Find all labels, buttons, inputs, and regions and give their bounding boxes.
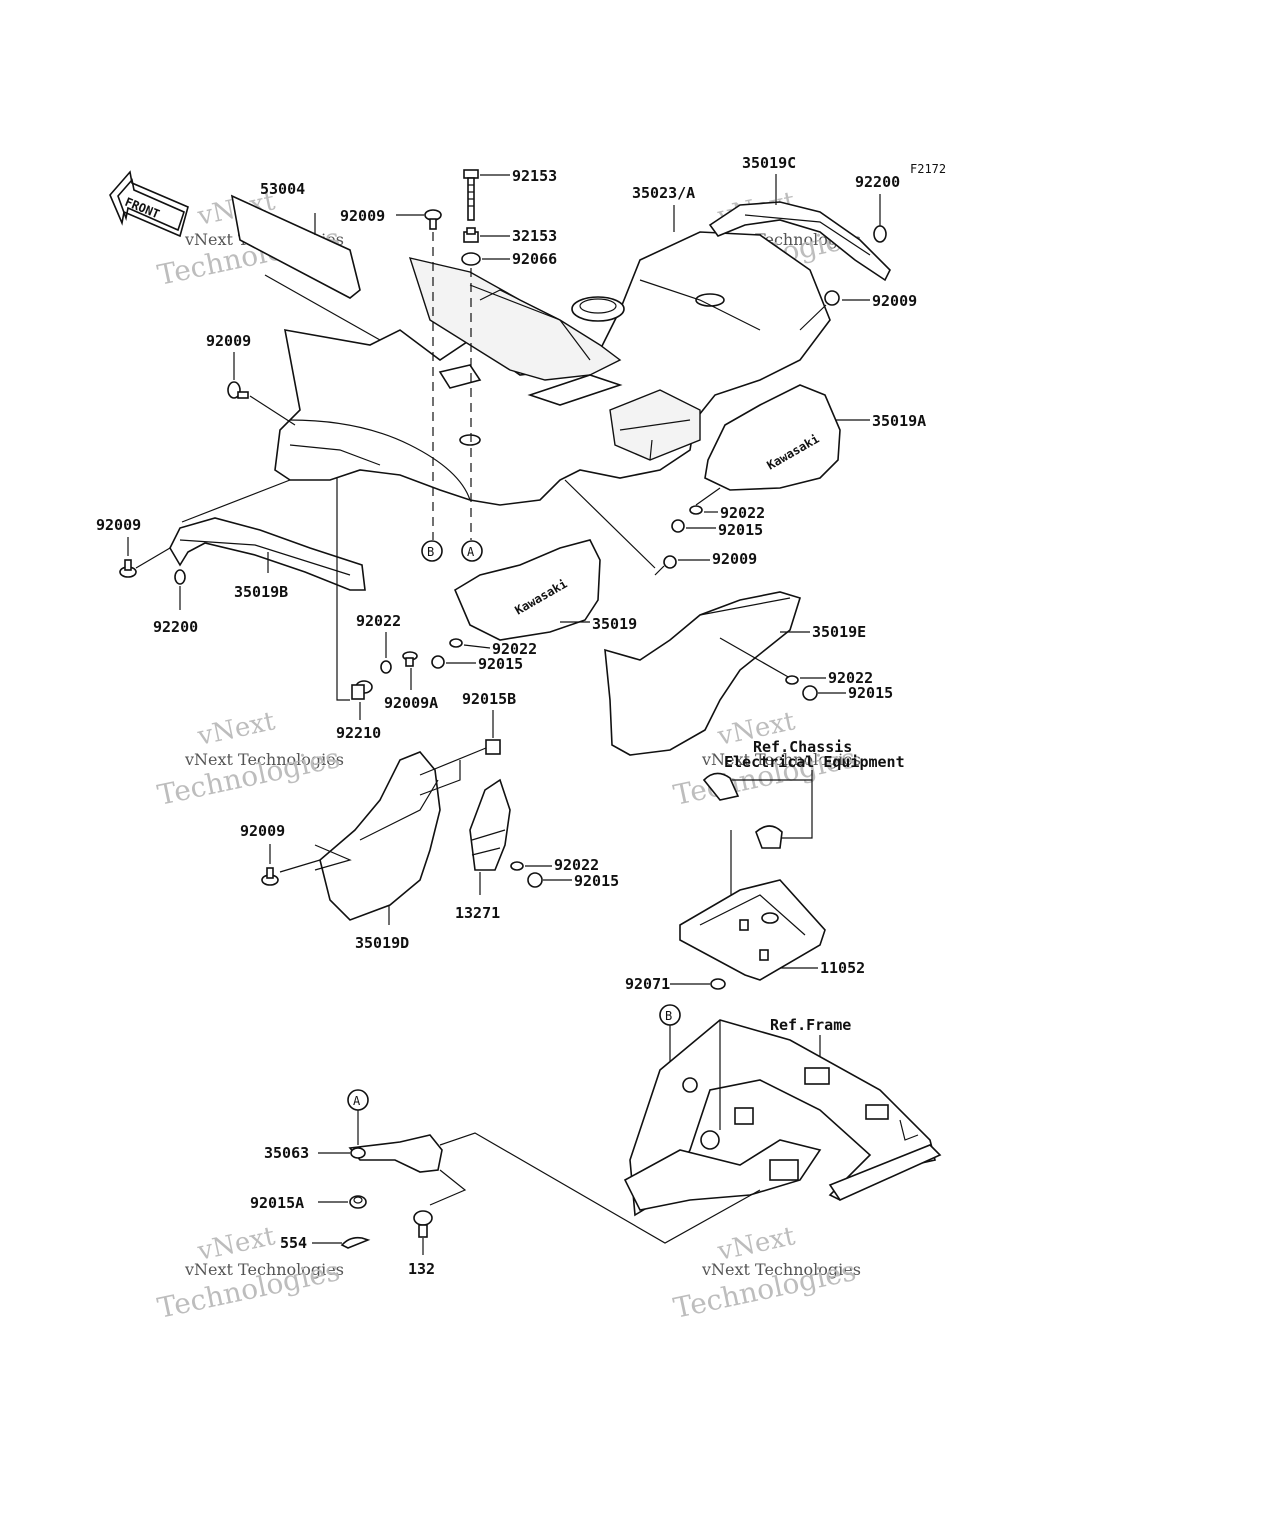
part-132-bolt-icon: [413, 1210, 433, 1238]
svg-text:B: B: [427, 545, 434, 559]
watermark-line2: vNext Technologies: [701, 1260, 861, 1279]
part-35019-step-guard: Kawasaki: [453, 539, 601, 641]
label-92022-c: 92022: [356, 612, 401, 630]
part-35063-bracket: [348, 1134, 443, 1173]
label-92015B: 92015B: [462, 690, 516, 708]
part-92022-washer-c-icon: [380, 660, 392, 674]
part-32153-collar-icon: [463, 227, 479, 243]
label-132: 132: [408, 1260, 435, 1278]
label-92015A: 92015A: [250, 1194, 304, 1212]
part-92015A-nut-icon: [349, 1195, 367, 1209]
part-92200-washer-b-icon: [174, 569, 186, 585]
part-92022-washer-icon: [689, 505, 703, 515]
ref-chassis-line1: Ref.Chassis: [753, 738, 852, 756]
label-32153: 32153: [512, 227, 557, 245]
part-92210-collar-icon: [351, 680, 373, 700]
part-92009A-bolt-icon: [402, 651, 418, 667]
label-92022-b: 92022: [492, 640, 537, 658]
label-35019B: 35019B: [234, 583, 288, 601]
label-92015-a: 92015: [718, 521, 763, 539]
part-92022-washer-d-icon: [785, 675, 799, 685]
part-35023-rear-fender: [274, 231, 831, 506]
label-92066: 92066: [512, 250, 557, 268]
label-35019D: 35019D: [355, 934, 409, 952]
part-92022-washer-e-icon: [510, 861, 524, 871]
label-35019A: 35019A: [872, 412, 926, 430]
label-92009-b: 92009: [712, 550, 757, 568]
ref-chassis-line2: Electrical Equipment: [724, 753, 905, 771]
label-92015-d: 92015: [848, 684, 893, 702]
part-35019D-guard: [319, 751, 441, 921]
watermark-bottom-right: vNext vNext Technologies Technologies: [671, 1221, 861, 1325]
part-92015B-clip-icon: [485, 739, 501, 755]
part-92066-grommet-icon: [461, 252, 481, 266]
label-92022-a: 92022: [720, 504, 765, 522]
label-53004: 53004: [260, 180, 305, 198]
watermark-line1: vNext: [194, 706, 278, 752]
part-35019A-side-guard: Kawasaki: [704, 384, 841, 491]
label-92200-top: 92200: [855, 173, 900, 191]
part-92022-washer-b-icon: [449, 638, 463, 648]
front-arrow-icon: FRONT: [109, 170, 189, 238]
watermark-bottom-left: vNext vNext Technologies Technologies: [155, 1221, 344, 1325]
label-92022-d: 92022: [828, 669, 873, 687]
marker-a-bottom: A: [347, 1089, 369, 1111]
part-92009-top-bolt-icon: [424, 209, 442, 230]
marker-a-top: A: [461, 540, 483, 562]
part-92009-bolt-icon: [799, 290, 840, 331]
part-13271-bracket: [469, 778, 511, 871]
part-92009-bolt-d-icon: [261, 867, 279, 886]
watermark-line2: vNext Technologies: [184, 1260, 344, 1279]
svg-text:A: A: [467, 545, 475, 559]
marker-b-top: B: [421, 540, 443, 562]
label-35019E: 35019E: [812, 623, 866, 641]
part-92015-nut-e-icon: [527, 872, 543, 888]
label-92015-e: 92015: [574, 872, 619, 890]
label-92009-top: 92009: [340, 207, 385, 225]
label-13271: 13271: [455, 904, 500, 922]
label-35019: 35019: [592, 615, 637, 633]
label-11052: 11052: [820, 959, 865, 977]
ref-frame: Ref.Frame: [770, 1016, 851, 1034]
part-92071-grommet-icon: [710, 978, 726, 990]
svg-text:A: A: [353, 1094, 361, 1108]
label-92200-b: 92200: [153, 618, 198, 636]
part-92015-nut-icon: [671, 519, 685, 533]
label-554: 554: [280, 1234, 307, 1252]
part-92153-bolt-icon: [463, 169, 479, 221]
part-35019E-guard: [604, 591, 802, 756]
label-35063: 35063: [264, 1144, 309, 1162]
label-35019C: 35019C: [742, 154, 796, 172]
label-92009-left: 92009: [206, 332, 251, 350]
part-92009-left-bolt-icon: [227, 381, 296, 426]
watermark-line2: vNext Technologies: [184, 750, 344, 769]
label-92009-d: 92009: [240, 822, 285, 840]
label-92015-b: 92015: [478, 655, 523, 673]
marker-b-bottom: B: [659, 1004, 681, 1026]
watermark-mid-left: vNext vNext Technologies Technologies: [155, 706, 344, 812]
label-92009A: 92009A: [384, 694, 438, 712]
figure-code: F2172: [910, 162, 946, 176]
part-554-cotter-pin-icon: [340, 1236, 371, 1249]
label-92009-right: 92009: [872, 292, 917, 310]
label-92022-e: 92022: [554, 856, 599, 874]
label-92210: 92210: [336, 724, 381, 742]
part-11052-tray: [679, 879, 826, 981]
part-92009-bolt-far-left-icon: [119, 559, 137, 578]
part-92015-nut-b-icon: [431, 655, 445, 669]
part-92009-bolt-mid-icon: [654, 555, 677, 576]
part-35019C-guard: [708, 201, 891, 282]
watermark-line2: vNext Technologies: [701, 750, 861, 769]
label-92009-c: 92009: [96, 516, 141, 534]
part-clamp-icon: [702, 772, 783, 849]
label-92071: 92071: [625, 975, 670, 993]
part-53004-decal: [230, 194, 381, 341]
label-35023: 35023/A: [632, 184, 695, 202]
label-92153: 92153: [512, 167, 557, 185]
part-92015-nut-d-icon: [802, 685, 818, 701]
frame-structure: [623, 1019, 942, 1217]
part-92200-washer-icon: [873, 225, 887, 243]
svg-text:B: B: [665, 1009, 672, 1023]
